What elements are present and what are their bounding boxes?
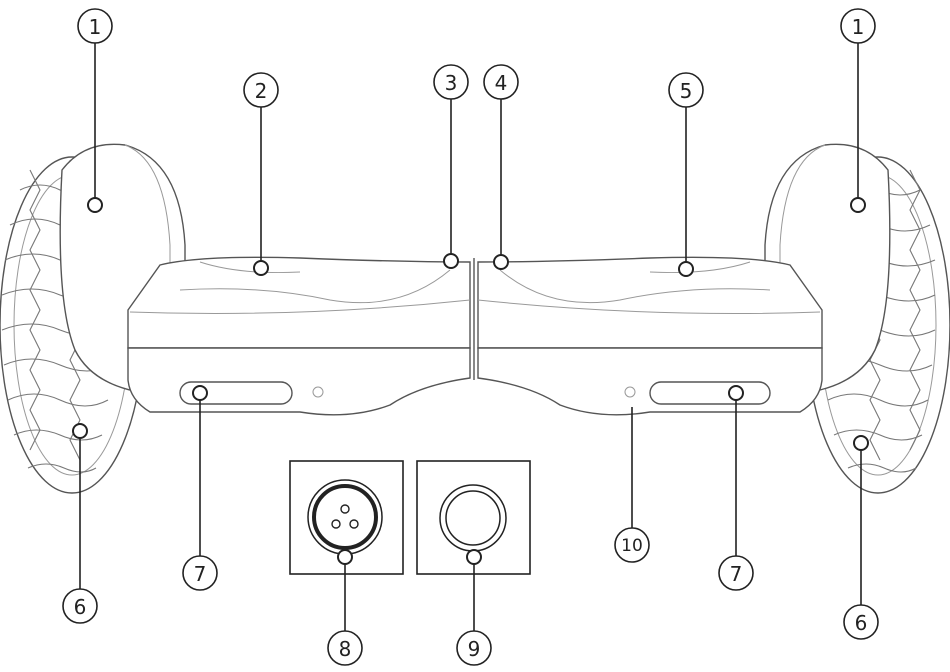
- callout-label: 7: [730, 562, 743, 586]
- callout-label: 1: [89, 15, 102, 39]
- callout-label: 5: [680, 79, 693, 103]
- callout-label: 4: [495, 71, 508, 95]
- callout-1-left: 1: [78, 9, 112, 43]
- callout-6-right: 6: [844, 605, 878, 639]
- callout-1-right: 1: [841, 9, 875, 43]
- callout-label: 6: [855, 611, 868, 635]
- callout-2: 2: [244, 73, 278, 107]
- callout-8: 8: [328, 631, 362, 665]
- callout-label: 8: [339, 637, 352, 661]
- callout-label: 6: [74, 595, 87, 619]
- callout-9: 9: [457, 631, 491, 665]
- callout-label: 2: [255, 79, 268, 103]
- callout-5: 5: [669, 73, 703, 107]
- callout-label: 3: [445, 71, 458, 95]
- callout-7-left: 7: [183, 556, 217, 590]
- callout-4: 4: [484, 65, 518, 99]
- callout-label: 10: [621, 536, 643, 556]
- callout-label: 1: [852, 15, 865, 39]
- hoverboard-body: [128, 257, 822, 414]
- callout-7-right: 7: [719, 556, 753, 590]
- callout-3: 3: [434, 65, 468, 99]
- callout-label: 7: [194, 562, 207, 586]
- callout-6-left: 6: [63, 589, 97, 623]
- callout-10: 10: [615, 528, 649, 562]
- callout-label: 9: [468, 637, 481, 661]
